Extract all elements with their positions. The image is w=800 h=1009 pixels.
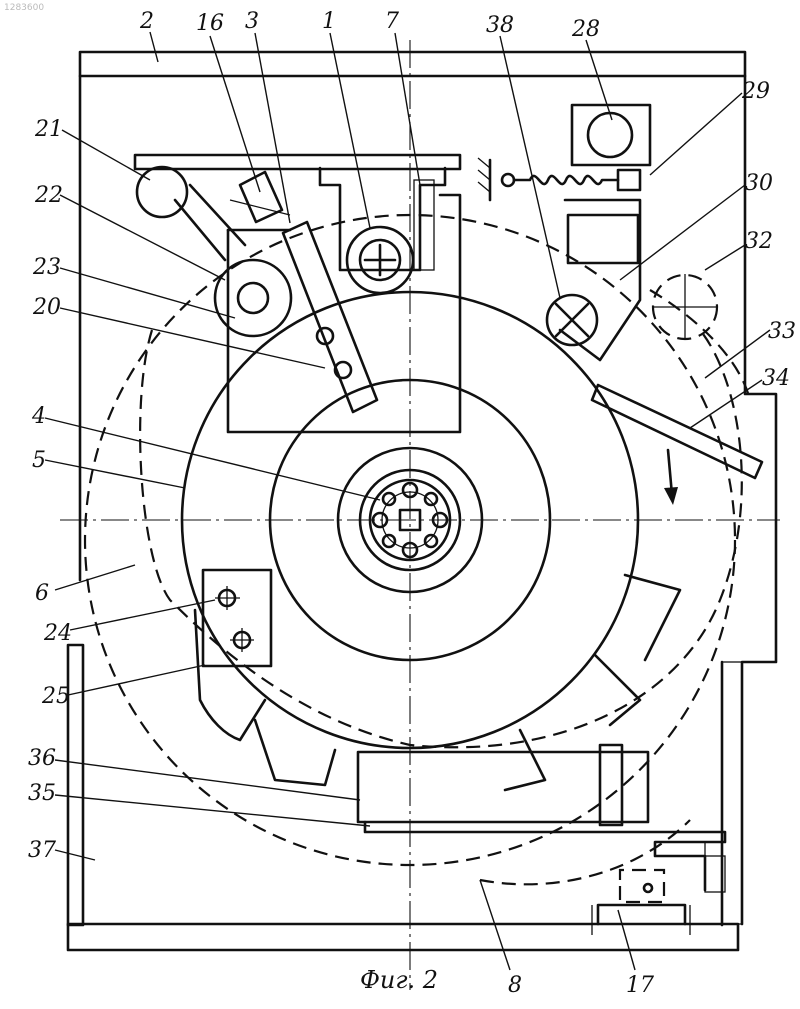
roller-assembly [175,172,291,336]
dashed-roller [652,274,718,340]
label-22: 22 [34,183,63,208]
label-24: 24 [43,621,72,646]
label-33: 33 [768,319,796,344]
label-20: 20 [32,295,61,320]
watermark-text: 1283600 [4,3,44,13]
label-38: 38 [486,13,514,38]
label-17: 17 [626,973,654,998]
spring-assembly [478,105,650,360]
leader-lines [45,32,770,970]
label-8: 8 [508,973,522,998]
label-6: 6 [35,581,49,606]
label-35: 35 [28,781,56,806]
part-labels: 2 16 3 1 7 38 28 29 30 32 33 34 21 22 23… [28,9,796,998]
label-29: 29 [741,79,770,104]
label-37: 37 [28,838,56,863]
label-4: 4 [31,404,46,429]
label-25: 25 [41,684,70,709]
direction-arrow [664,450,678,505]
guide-rail [592,385,762,478]
label-3: 3 [245,9,259,34]
label-7: 7 [385,9,399,34]
label-34: 34 [762,366,790,391]
label-2: 2 [139,9,154,34]
label-16: 16 [196,11,224,36]
label-23: 23 [32,255,61,280]
label-1: 1 [322,9,336,34]
label-21: 21 [34,117,63,142]
housing [68,52,776,950]
latch [592,884,690,935]
disk-flaps [195,570,680,790]
label-32: 32 [745,229,773,254]
label-5: 5 [32,448,46,473]
figure-caption: Фиг. 2 [360,966,438,994]
cartridge-block [358,745,725,892]
label-36: 36 [28,746,56,771]
label-28: 28 [571,17,600,42]
label-30: 30 [745,171,773,196]
